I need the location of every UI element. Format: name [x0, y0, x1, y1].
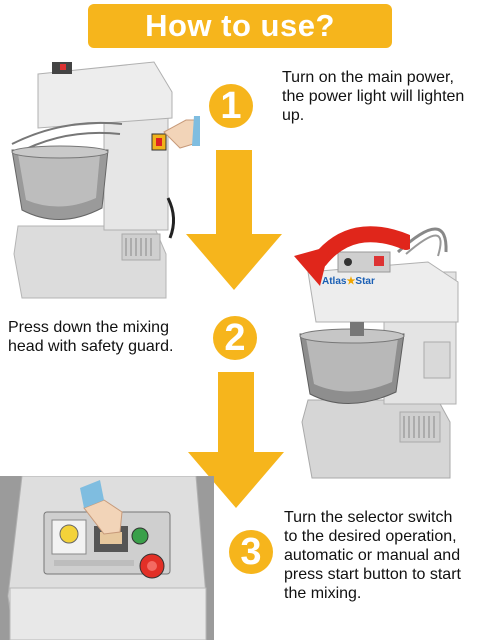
- step-2-number: 2: [224, 317, 246, 359]
- step-2-badge: [213, 316, 257, 360]
- brand-logo: Atlas★Star: [322, 276, 375, 287]
- hand-pointer-icon: [163, 116, 200, 149]
- brand-name-right: Star: [355, 276, 375, 287]
- step-3-line: automatic or manual and: [284, 547, 461, 564]
- mixer-head-image: [299, 227, 459, 479]
- step-3-line: press start button to start: [284, 566, 461, 583]
- mixer-power-image: [11, 61, 200, 299]
- step-2-line: Press down the mixing: [8, 319, 169, 336]
- control-panel-image: [0, 476, 214, 640]
- brand-name-left: Atlas: [322, 276, 347, 287]
- star-icon: ★: [346, 276, 356, 287]
- step-1-line: up.: [282, 107, 305, 124]
- step-3-line: to the desired operation,: [284, 528, 457, 545]
- step-2-line: head with safety guard.: [8, 338, 174, 355]
- step-3-line: Turn the selector switch: [284, 509, 453, 526]
- down-arrow-icon: [188, 372, 284, 508]
- hand-pointer-icon: [80, 480, 123, 535]
- curved-red-arrow-icon: [294, 226, 410, 286]
- title-banner: How to use?: [88, 4, 392, 48]
- step-3-line: the mixing.: [284, 585, 362, 602]
- step-1-badge: [209, 84, 253, 128]
- step-1-text: Turn on the main power, the power light …: [282, 68, 472, 125]
- step-3-text: Turn the selector switch to the desired …: [284, 508, 478, 603]
- step-1-line: the power light will lighten: [282, 88, 465, 105]
- page-title: How to use?: [145, 8, 335, 43]
- step-1-number: 1: [220, 85, 242, 127]
- step-3-badge: [229, 530, 273, 574]
- step-1-line: Turn on the main power,: [282, 69, 454, 86]
- down-arrow-icon: [186, 150, 282, 290]
- step-3-number: 3: [240, 531, 262, 573]
- step-2-text: Press down the mixing head with safety g…: [8, 318, 228, 356]
